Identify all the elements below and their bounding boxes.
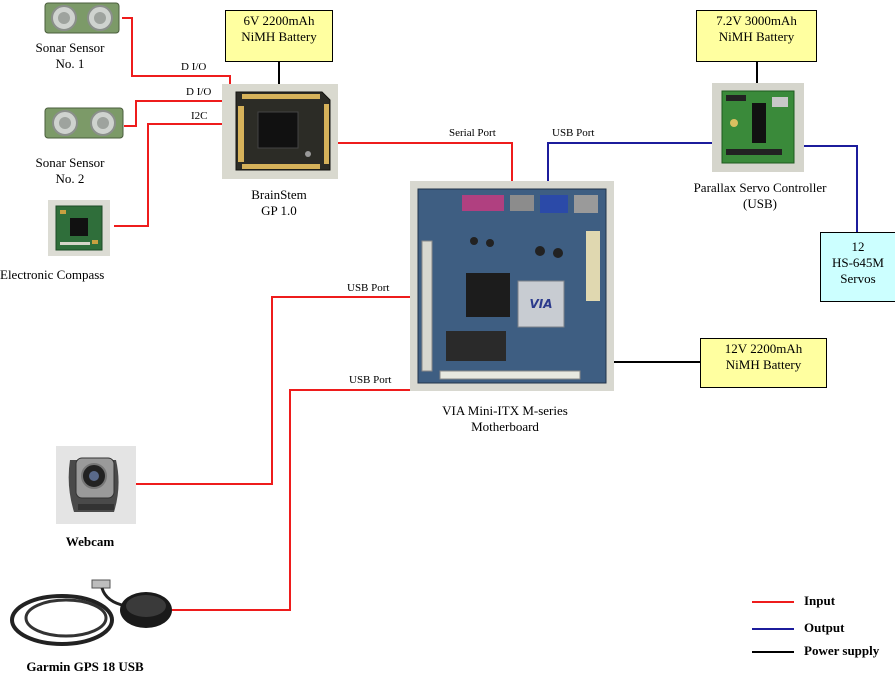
legend-input-label: Input — [804, 593, 835, 609]
sonar-sensor-2-number: No. 2 — [20, 171, 120, 187]
wire-sonar1-dio — [122, 18, 230, 86]
servos-count: 12 — [821, 239, 895, 255]
battery-6v-type: NiMH Battery — [226, 29, 332, 45]
wire-compass-i2c — [114, 124, 224, 226]
legend-output-label: Output — [804, 620, 844, 636]
webcam-title: Webcam — [66, 534, 114, 549]
sonar-sensor-1-label: Sonar Sensor No. 1 — [20, 40, 120, 72]
sonar-sensor-1-number: No. 1 — [20, 56, 120, 72]
wire-brainstem-serial — [337, 143, 512, 182]
sonar-sensor-1-icon — [44, 0, 120, 36]
wire-sonar2-dio — [124, 101, 224, 126]
legend-input-line — [752, 601, 794, 603]
port-label-dio-2: D I/O — [186, 86, 211, 99]
brainstem-board-icon — [222, 84, 338, 179]
servos-label: Servos — [821, 271, 895, 287]
servo-controller-name: Parallax Servo Controller — [670, 180, 850, 196]
servos-box: 12 HS-645M Servos — [820, 232, 895, 302]
servo-controller-label: Parallax Servo Controller (USB) — [670, 180, 850, 212]
electronic-compass-icon — [48, 200, 110, 256]
electronic-compass-title: Electronic Compass — [0, 267, 104, 282]
legend-output-line — [752, 628, 794, 630]
servo-controller-interface: (USB) — [670, 196, 850, 212]
port-label-serial: Serial Port — [449, 127, 496, 140]
gps-label: Garmin GPS 18 USB — [0, 659, 170, 675]
motherboard-type: Motherboard — [400, 419, 610, 435]
port-label-usb-gps: USB Port — [349, 374, 392, 387]
battery-12v-type: NiMH Battery — [701, 357, 826, 373]
electronic-compass-label: Electronic Compass — [0, 267, 160, 283]
motherboard-icon: VIA — [410, 181, 614, 391]
wire-gps-usb — [172, 390, 410, 610]
gps-title: Garmin GPS 18 USB — [26, 659, 143, 674]
gps-receiver-icon — [6, 570, 174, 652]
legend-power-label: Power supply — [804, 643, 879, 659]
servo-controller-icon — [712, 83, 804, 172]
brainstem-label: BrainStem GP 1.0 — [224, 187, 334, 219]
webcam-label: Webcam — [40, 534, 140, 550]
battery-6v-rating: 6V 2200mAh — [226, 13, 332, 29]
battery-6v: 6V 2200mAh NiMH Battery — [225, 10, 333, 62]
motherboard-label: VIA Mini-ITX M-series Motherboard — [400, 403, 610, 435]
sonar-sensor-1-title: Sonar Sensor — [20, 40, 120, 56]
motherboard-model: VIA Mini-ITX M-series — [400, 403, 610, 419]
port-label-i2c: I2C — [191, 110, 208, 123]
port-label-usb-servo: USB Port — [552, 127, 595, 140]
legend-power-line — [752, 651, 794, 653]
battery-12v: 12V 2200mAh NiMH Battery — [700, 338, 827, 388]
sonar-sensor-2-icon — [44, 104, 124, 142]
sonar-sensor-2-title: Sonar Sensor — [20, 155, 120, 171]
brainstem-name: BrainStem — [224, 187, 334, 203]
brainstem-version: GP 1.0 — [224, 203, 334, 219]
svg-text:VIA: VIA — [529, 297, 552, 311]
wire-usb-servo-controller — [548, 143, 712, 182]
sonar-sensor-2-label: Sonar Sensor No. 2 — [20, 155, 120, 187]
webcam-icon — [56, 446, 136, 524]
battery-7-2v-type: NiMH Battery — [697, 29, 816, 45]
battery-7-2v: 7.2V 3000mAh NiMH Battery — [696, 10, 817, 62]
battery-12v-rating: 12V 2200mAh — [701, 341, 826, 357]
port-label-dio-1: D I/O — [181, 61, 206, 74]
port-label-usb-webcam: USB Port — [347, 282, 390, 295]
servos-model: HS-645M — [821, 255, 895, 271]
battery-7-2v-rating: 7.2V 3000mAh — [697, 13, 816, 29]
